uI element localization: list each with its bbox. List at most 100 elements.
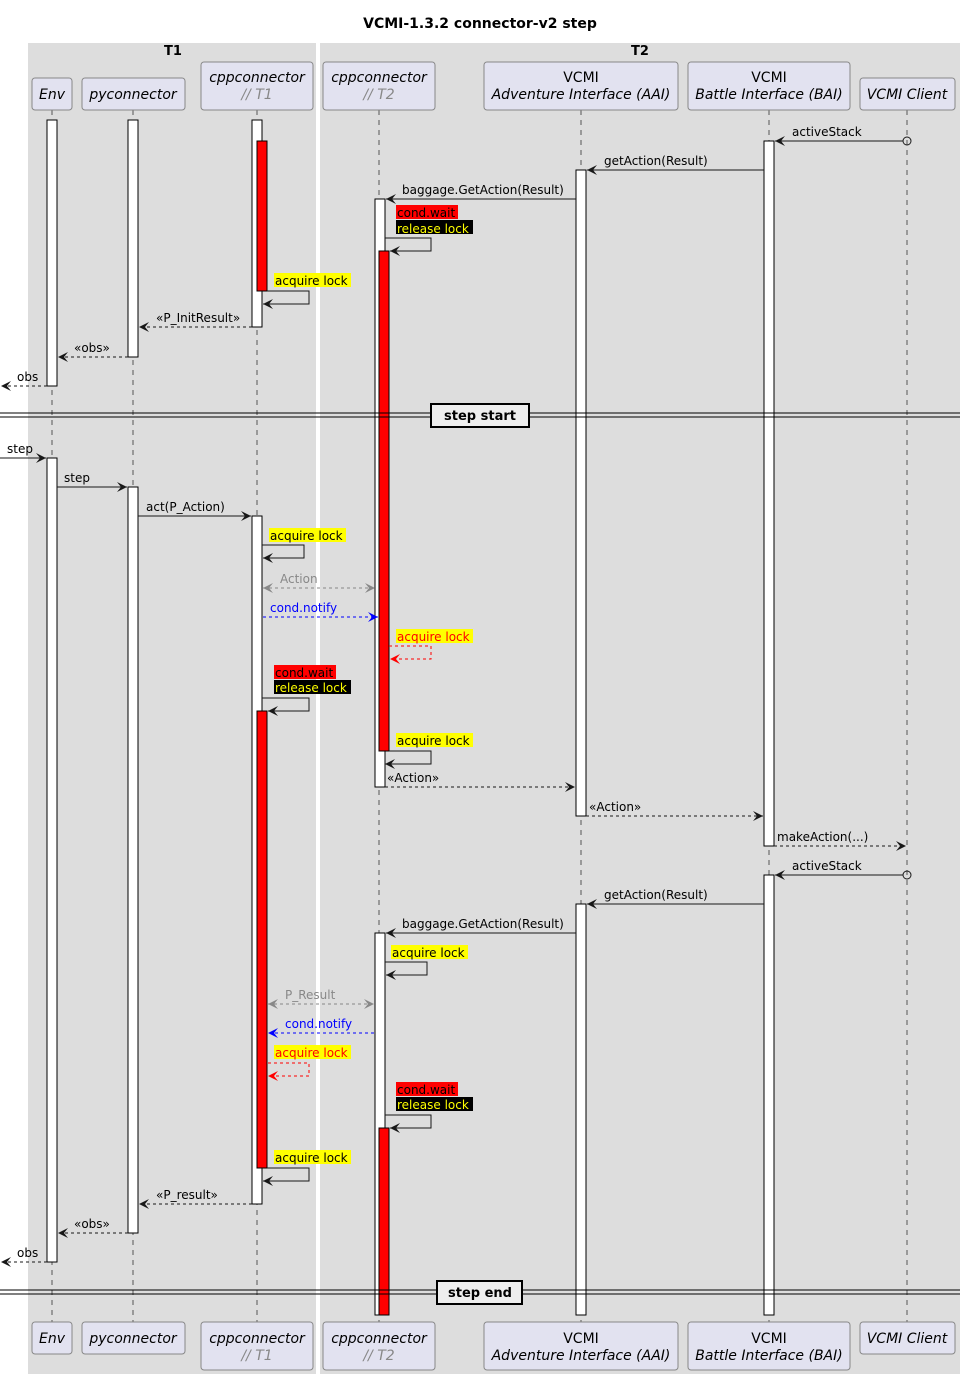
- message-obs-return: «obs»: [58, 341, 128, 362]
- message-label: activeStack: [792, 125, 862, 139]
- self-message-acquire-lock-t1-red: acquire lock: [268, 1045, 351, 1081]
- group-t1: T1: [28, 43, 316, 1374]
- message-label: baggage.GetAction(Result): [402, 183, 564, 197]
- note-release-lock: release lock: [397, 222, 469, 236]
- message-get-action-2: getAction(Result): [587, 888, 764, 909]
- message-label: «obs»: [74, 1217, 110, 1231]
- group-t1-label: T1: [164, 44, 182, 59]
- message-action-return-bai: «Action»: [586, 800, 763, 821]
- message-act: act(P_Action): [138, 500, 251, 521]
- message-baggage-get-action-2: baggage.GetAction(Result): [386, 917, 576, 938]
- message-label: act(P_Action): [146, 500, 225, 514]
- message-label: baggage.GetAction(Result): [402, 917, 564, 931]
- note-acquire-lock: acquire lock: [392, 946, 465, 960]
- message-label: obs: [17, 1246, 38, 1260]
- note-release-lock: release lock: [397, 1098, 469, 1112]
- message-label: getAction(Result): [604, 154, 708, 168]
- message-cond-notify: cond.notify: [263, 601, 378, 622]
- self-message-acquire-lock-t1-2: acquire lock: [262, 528, 346, 563]
- participant-sublabel: Adventure Interface (AAI): [491, 1348, 671, 1364]
- participant-pyconnector[interactable]: pyconnector: [81, 77, 186, 111]
- participant-label: VCMI: [563, 70, 599, 86]
- message-label: P_Result: [285, 988, 336, 1002]
- note-acquire-lock: acquire lock: [275, 1046, 348, 1060]
- message-action-data: Action: [263, 572, 375, 593]
- message-action-return-aai: «Action»: [385, 771, 575, 792]
- message-p-init-result: «P_InitResult»: [139, 311, 252, 332]
- message-cond-notify-2: cond.notify: [268, 1017, 374, 1038]
- divider-step-start: step start: [0, 403, 960, 428]
- participant-cppconnector-t1-bottom[interactable]: cppconnector// T1: [200, 1321, 314, 1371]
- message-step-env: step: [0, 442, 46, 463]
- message-obs-2: obs: [1, 1246, 47, 1267]
- message-baggage-get-action: baggage.GetAction(Result): [386, 183, 576, 204]
- participant-vcmi-client[interactable]: VCMI Client: [859, 77, 956, 111]
- message-obs-return-2: «obs»: [58, 1217, 128, 1238]
- self-message-cond-wait-t2-2: cond.wait release lock: [385, 1082, 473, 1133]
- participant-vcmi-client-bottom[interactable]: VCMI Client: [859, 1321, 956, 1355]
- message-step-pyconnector: step: [57, 471, 127, 492]
- message-label: Action: [280, 572, 318, 586]
- participant-label: VCMI: [751, 1331, 787, 1347]
- self-message-cond-wait-t2: cond.wait release lock: [385, 205, 473, 256]
- message-p-result-return: «P_result»: [139, 1188, 252, 1209]
- participant-cppconnector-t2-bottom[interactable]: cppconnector// T2: [322, 1321, 436, 1371]
- participant-sublabel: Battle Interface (BAI): [695, 1348, 842, 1364]
- note-cond-wait: cond.wait: [397, 1083, 455, 1097]
- note-cond-wait: cond.wait: [397, 206, 455, 220]
- participant-cppconnector-t1[interactable]: cppconnector// T1: [200, 61, 314, 111]
- participant-label: pyconnector: [88, 87, 178, 103]
- divider-step-end: step end: [0, 1280, 960, 1305]
- participant-label: VCMI: [751, 70, 787, 86]
- self-message-acquire-lock-t1: acquire lock: [263, 273, 351, 309]
- message-label: cond.notify: [285, 1017, 352, 1031]
- self-message-acquire-lock-t2-red: acquire lock: [389, 629, 473, 664]
- participant-pyconnector-bottom[interactable]: pyconnector: [81, 1321, 186, 1355]
- participant-sublabel: // T1: [239, 87, 272, 103]
- group-t2-label: T2: [631, 44, 649, 59]
- message-label: step: [64, 471, 90, 485]
- participant-label: VCMI Client: [867, 1331, 948, 1347]
- message-p-result-data: P_Result: [268, 988, 374, 1009]
- diagram-title: VCMI-1.3.2 connector-v2 step: [363, 16, 597, 32]
- participant-sublabel: // T2: [361, 87, 394, 103]
- divider-label: step start: [444, 409, 516, 424]
- self-message-acquire-lock-t2: acquire lock: [385, 733, 473, 769]
- message-label: obs: [17, 370, 38, 384]
- self-message-acquire-lock-t2-3: acquire lock: [385, 945, 468, 980]
- message-label: step: [7, 442, 33, 456]
- note-release-lock: release lock: [275, 681, 347, 695]
- participant-label: cppconnector: [209, 1331, 306, 1347]
- participant-label: cppconnector: [209, 70, 306, 86]
- message-get-action: getAction(Result): [587, 154, 764, 175]
- message-label: getAction(Result): [604, 888, 708, 902]
- group-t2: T2: [320, 43, 960, 1374]
- message-label: cond.notify: [270, 601, 337, 615]
- participant-label: cppconnector: [331, 1331, 428, 1347]
- note-acquire-lock: acquire lock: [275, 274, 348, 288]
- note-acquire-lock: acquire lock: [397, 734, 470, 748]
- participant-label: pyconnector: [88, 1331, 178, 1347]
- participant-sublabel: Adventure Interface (AAI): [491, 87, 671, 103]
- participant-label: Env: [39, 1331, 66, 1347]
- message-label: «P_InitResult»: [156, 311, 240, 325]
- note-cond-wait: cond.wait: [275, 666, 333, 680]
- message-label: «Action»: [589, 800, 641, 814]
- message-active-stack: activeStack: [775, 125, 912, 146]
- participant-env[interactable]: Env: [31, 77, 73, 111]
- participant-label: VCMI Client: [867, 87, 948, 103]
- participant-label: cppconnector: [331, 70, 428, 86]
- participant-cppconnector-t2[interactable]: cppconnector// T2: [322, 61, 436, 111]
- message-label: makeAction(...): [777, 830, 868, 844]
- message-label: «obs»: [74, 341, 110, 355]
- participant-env-bottom[interactable]: Env: [31, 1321, 73, 1355]
- participant-label: Env: [39, 87, 66, 103]
- participant-label: VCMI: [563, 1331, 599, 1347]
- message-label: «Action»: [387, 771, 439, 785]
- message-label: activeStack: [792, 859, 862, 873]
